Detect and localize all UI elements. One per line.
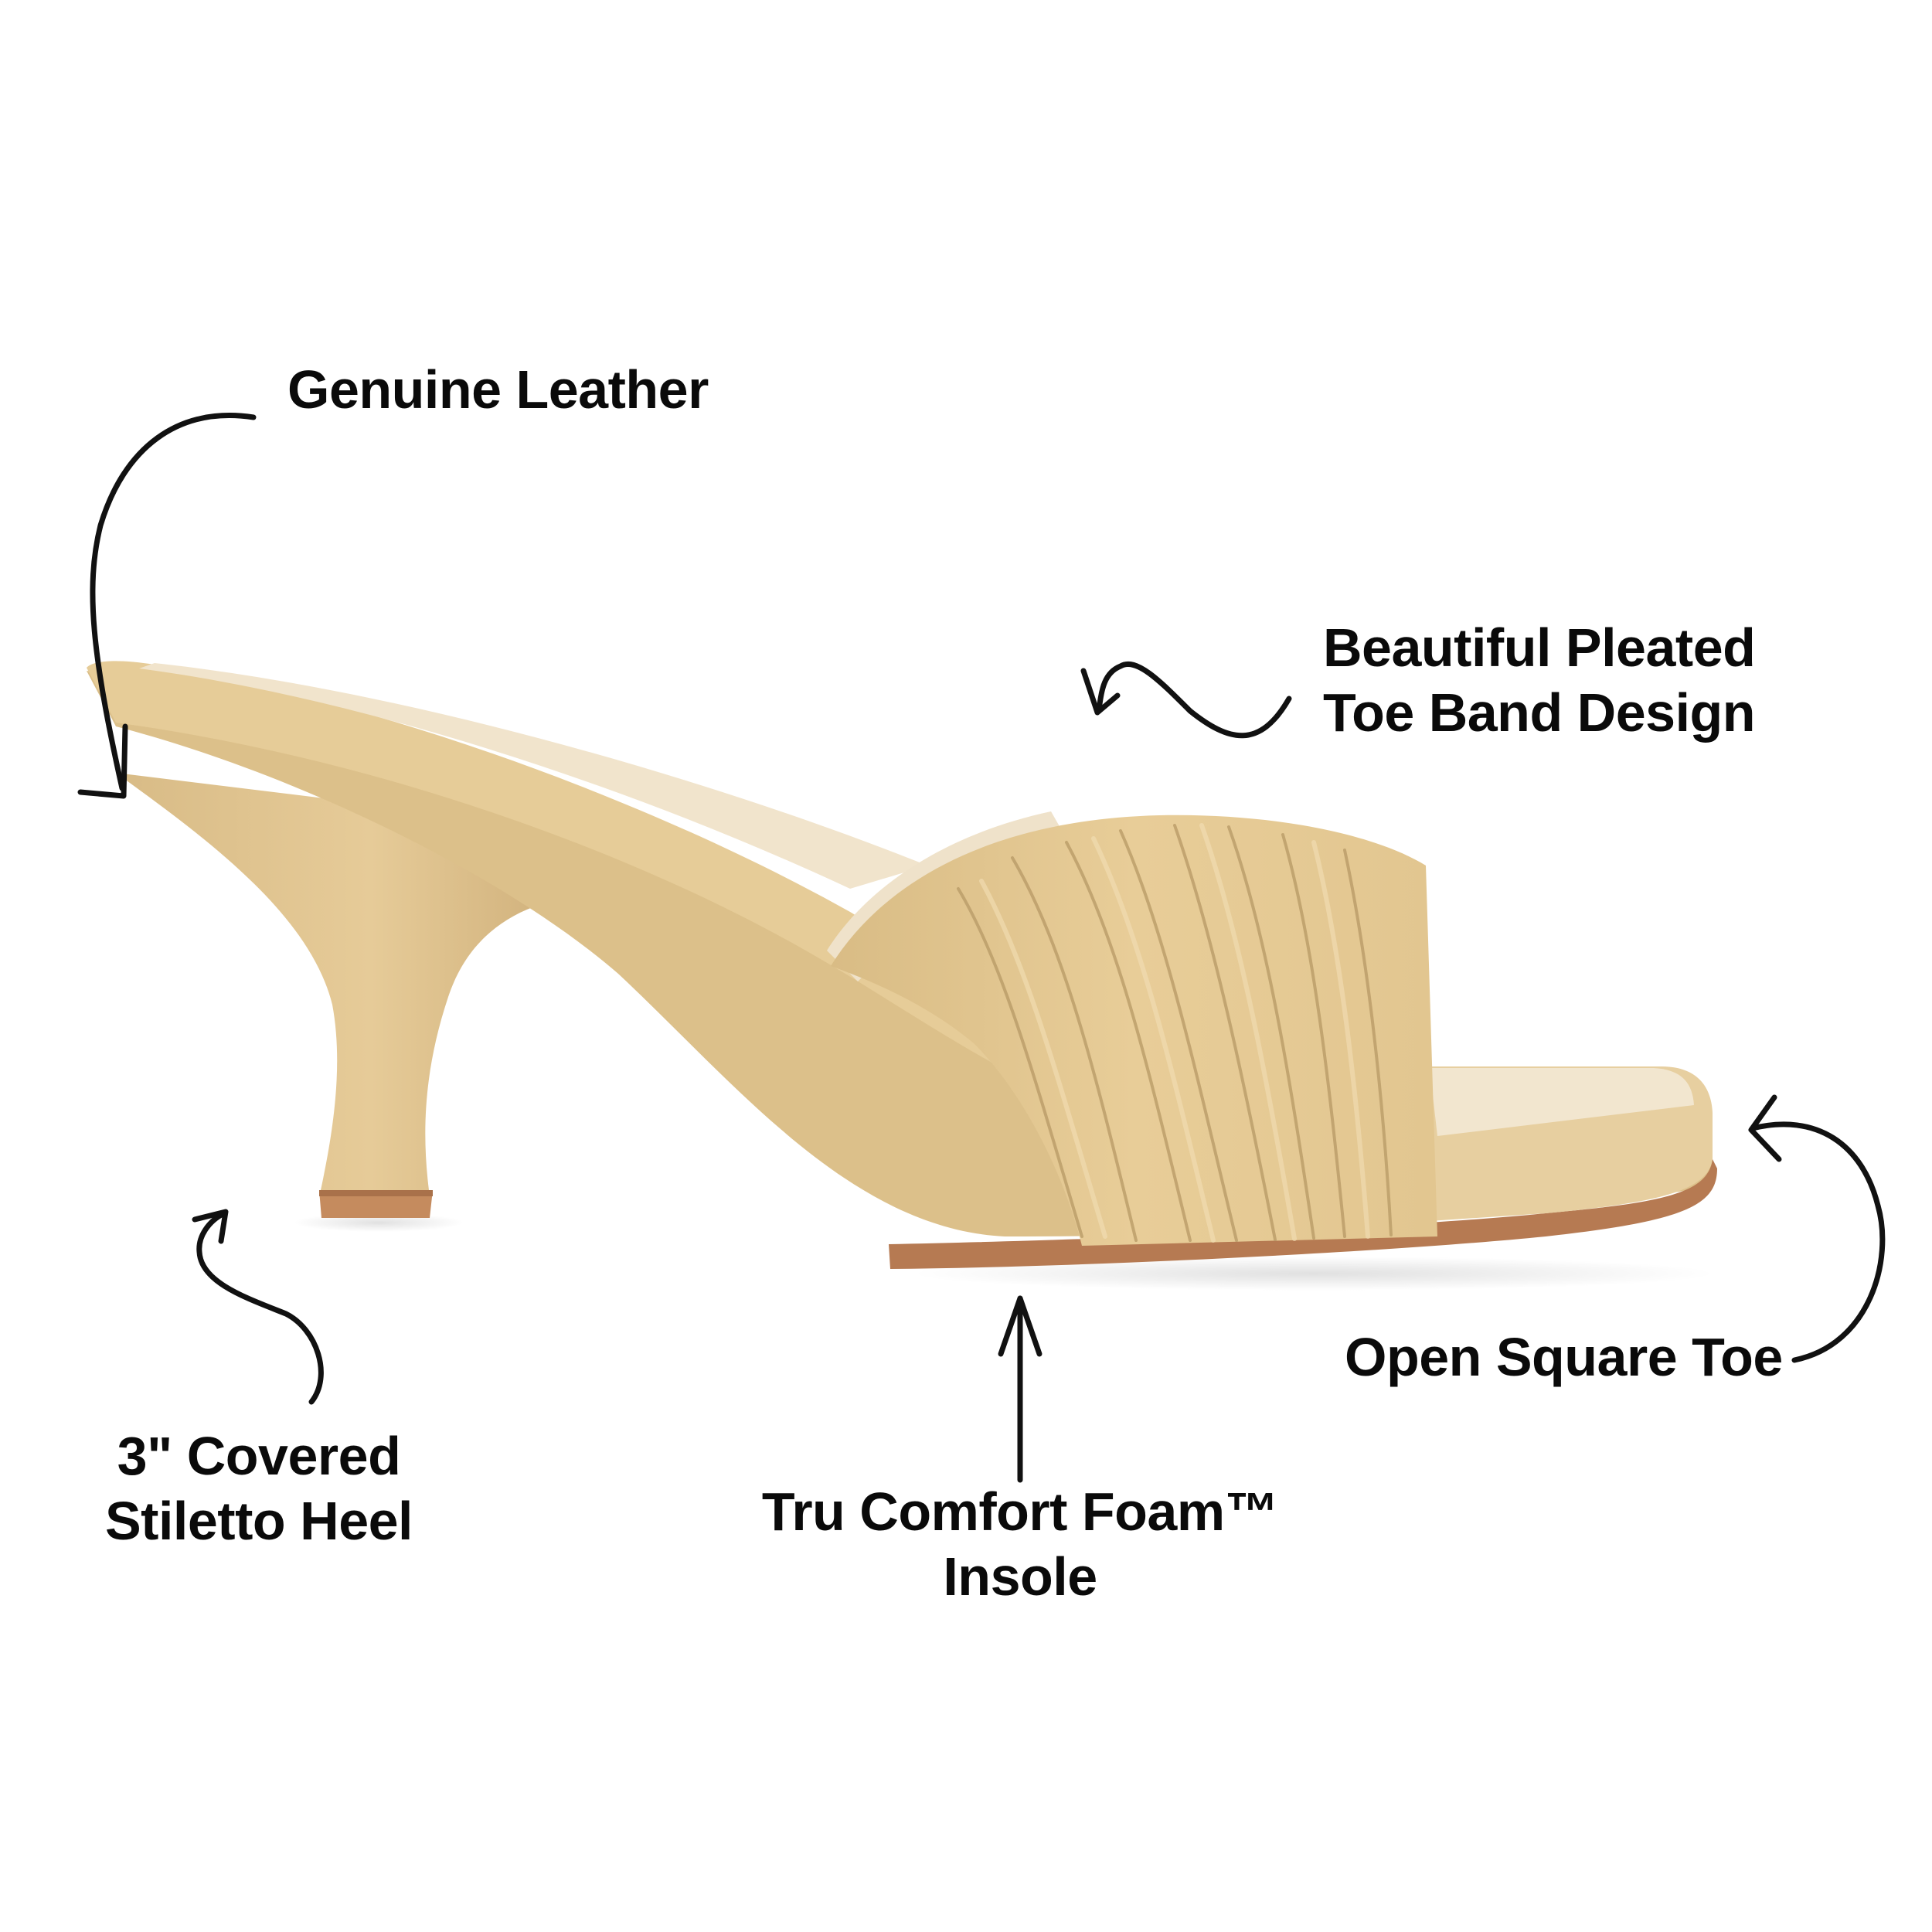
arrow-genuine-leather: [90, 413, 257, 791]
callout-text-line1: Tru Comfort Foam™: [761, 1481, 1279, 1542]
annotation-arrows: [77, 413, 1886, 1483]
callout-text-line2: Toe Band Design: [1323, 682, 1756, 743]
footbed-rim: [87, 661, 1206, 1136]
arrow-pleated-band: [1096, 661, 1292, 739]
callout-text: Genuine Leather: [287, 359, 709, 420]
arrow-stiletto: [196, 1210, 324, 1405]
callout-open-square-toe: Open Square Toe: [1345, 1325, 1783, 1389]
heel-cap: [319, 1190, 433, 1218]
ground-shadow: [912, 1257, 1716, 1291]
stiletto-heel: [116, 773, 541, 1190]
callout-text-line2: Stiletto Heel: [104, 1491, 413, 1551]
callout-text: Open Square Toe: [1345, 1327, 1783, 1387]
pleat-lines: [957, 824, 1393, 1242]
callout-pleated-toe-band: Beautiful Pleated Toe Band Design: [1323, 615, 1756, 745]
callout-stiletto-heel: 3" Covered Stiletto Heel: [100, 1423, 417, 1553]
callout-text-line2: Insole: [943, 1546, 1097, 1607]
pleated-toe-band: [831, 815, 1437, 1246]
arrow-square-toe: [1750, 1121, 1886, 1363]
callout-genuine-leather: Genuine Leather: [287, 357, 709, 422]
insole: [139, 663, 927, 889]
callout-text-line1: 3" Covered: [117, 1426, 401, 1486]
callout-text-line1: Beautiful Pleated: [1323, 617, 1756, 678]
callout-insole: Tru Comfort Foam™ Insole: [750, 1479, 1291, 1609]
